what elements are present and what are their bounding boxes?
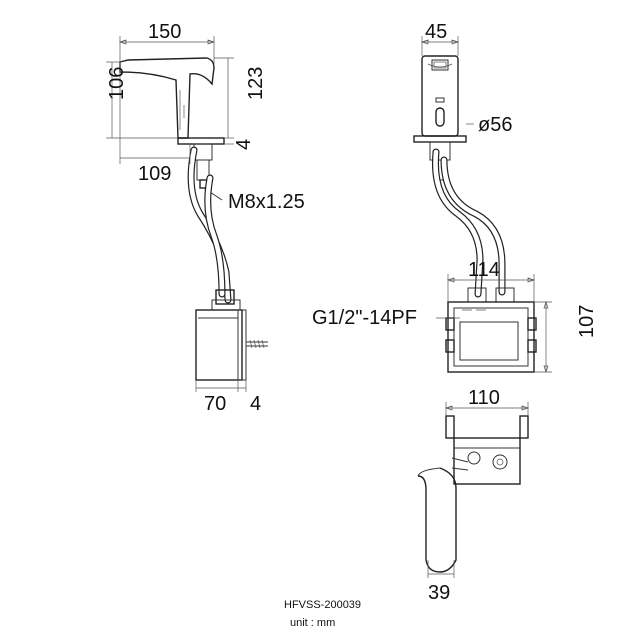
side-view [106,36,268,392]
dim-front-width: 45 [425,21,447,43]
bottom-view [417,402,530,578]
dim-box-plate: 4 [250,393,261,415]
model-number: HFVSS-200039 [284,599,361,611]
control-box-front [436,274,552,374]
front-view [413,36,506,298]
dim-height-left: 106 [106,67,128,100]
dim-inlet-thread: G1/2"-14PF [312,307,417,329]
dim-handle-width: 39 [428,582,450,604]
dim-deck-thickness: 4 [233,139,255,150]
dim-height-total: 123 [245,67,267,100]
dim-top-width: 150 [148,21,181,43]
dim-base-offset: 109 [138,163,171,185]
dim-thread: M8x1.25 [228,191,305,213]
dim-box-width: 114 [468,259,500,281]
unit-label: unit : mm [290,617,335,629]
dim-box-height: 107 [576,305,598,338]
dim-base-diameter: ø56 [478,114,512,136]
dim-bottom-box-width: 110 [468,387,500,409]
dim-box-depth: 70 [204,393,226,415]
